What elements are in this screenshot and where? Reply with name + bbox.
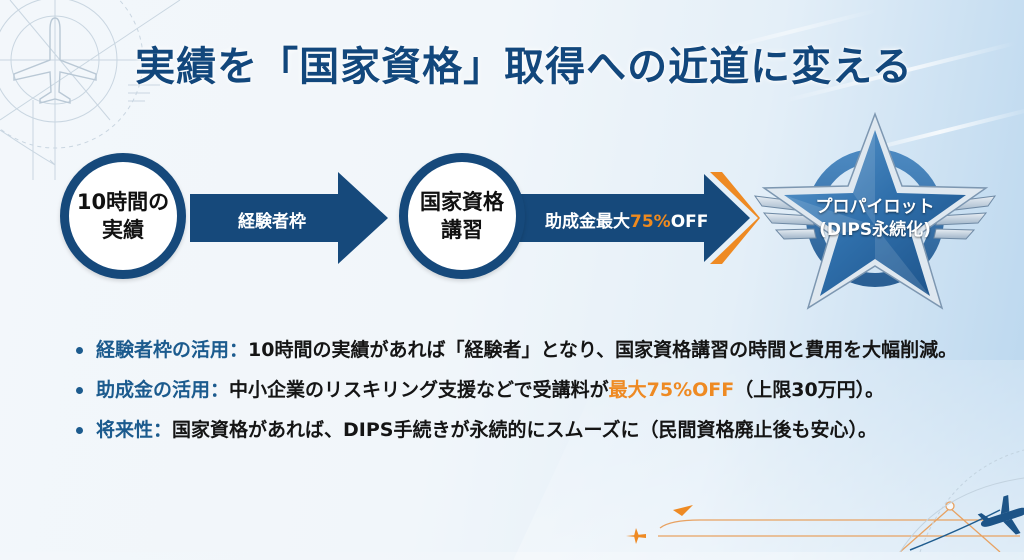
subsidy-percent: 75% (630, 212, 671, 232)
step-node-line2: 実績 (101, 218, 144, 242)
arrow-label-subsidy: 助成金最大75%OFF (545, 207, 708, 232)
goal-badge-label: プロパイロット (DIPS永続化) (750, 196, 1000, 242)
arrow-experience-track (190, 172, 388, 264)
step-node-line2: 講習 (441, 218, 483, 242)
subsidy-label-suffix: OFF (670, 212, 709, 232)
winged-star-badge-icon (753, 111, 997, 310)
bullet-text: 中小企業のリスキリング支援などで受講料が (229, 379, 609, 401)
bullet-dot-icon (76, 427, 83, 434)
goal-line2: (DIPS永続化) (819, 220, 931, 240)
bullet-heading: 助成金の活用： (96, 379, 230, 401)
bullet-future: 将来性：国家資格があれば、DIPS手続きが永続的にスムーズに（民間資格廃止後も安… (74, 417, 974, 443)
step-node-national-course: 国家資格 講習 (399, 153, 525, 279)
subsidy-label-prefix: 助成金最大 (545, 212, 630, 232)
bullet-dot-icon (76, 387, 83, 394)
bullet-subsidy: 助成金の活用：中小企業のリスキリング支援などで受講料が最大75%OFF（上限30… (74, 377, 974, 403)
bullet-dot-icon (76, 347, 83, 354)
bullet-heading: 経験者枠の活用： (96, 339, 249, 361)
benefit-list: 経験者枠の活用：10時間の実績があれば「経験者」となり、国家資格講習の時間と費用… (74, 337, 974, 457)
bullet-experience-track: 経験者枠の活用：10時間の実績があれば「経験者」となり、国家資格講習の時間と費用… (74, 337, 974, 363)
step-node-line1: 国家資格 (420, 190, 504, 214)
step-node-experience: 10時間の 実績 (60, 153, 186, 279)
goal-line1: プロパイロット (815, 197, 935, 217)
step-node-line1: 10時間の (76, 190, 170, 214)
flow-diagram: 経験者枠 助成金最大75%OFF 10時間の 実績 国家資格 講習 (60, 111, 1000, 310)
bullet-heading: 将来性： (96, 419, 173, 441)
bullet-emphasis: 最大75%OFF (608, 379, 735, 401)
bullet-text: 10時間の実績があれば「経験者」となり、国家資格講習の時間と費用を大幅削減。 (248, 339, 958, 361)
bullet-text: 国家資格があれば、DIPS手続きが永続的にスムーズに（民間資格廃止後も安心）。 (172, 419, 878, 441)
flight-path-lines (626, 501, 1020, 552)
page-title: 実績を「国家資格」取得への近道に変える (135, 44, 913, 90)
arrow-label-experience-track: 経験者枠 (238, 212, 306, 232)
bullet-text-after: （上限30万円）。 (734, 379, 885, 401)
arrow-subsidy (512, 172, 760, 264)
